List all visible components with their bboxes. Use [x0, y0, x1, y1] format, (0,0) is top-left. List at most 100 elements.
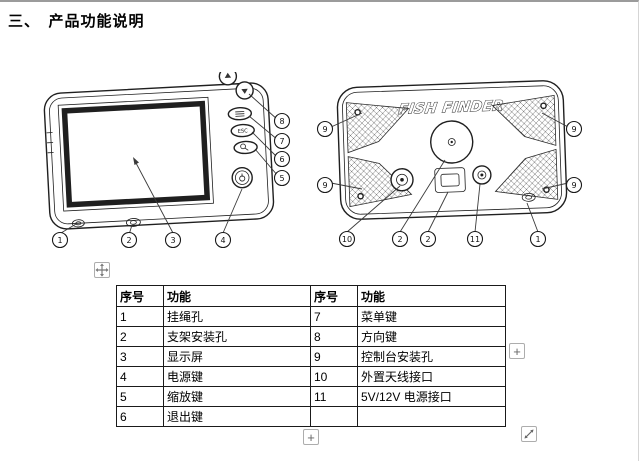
power-button — [231, 166, 253, 189]
callout-2: 2 — [419, 230, 437, 248]
cell-function[interactable] — [357, 406, 506, 427]
direction-keys — [218, 72, 254, 100]
callout-6: 6 — [273, 150, 291, 168]
cell-number[interactable]: 6 — [116, 406, 164, 427]
cell-function[interactable]: 方向键 — [357, 326, 506, 347]
cell-number[interactable]: 5 — [116, 386, 164, 407]
cell-number[interactable]: 7 — [310, 306, 358, 327]
callout-1: 1 — [529, 230, 547, 248]
cell-function[interactable]: 支架安装孔 — [163, 326, 311, 347]
svg-text:1: 1 — [57, 236, 62, 245]
svg-text:1: 1 — [535, 235, 540, 244]
col-header-number: 序号 — [310, 285, 358, 307]
esc-button: ESC — [230, 123, 255, 138]
svg-text:3: 3 — [170, 236, 175, 245]
callout-leader-lines — [60, 93, 279, 234]
col-header-function: 功能 — [357, 285, 506, 307]
callout-7: 7 — [273, 132, 291, 150]
textured-panel-top-left — [345, 102, 410, 154]
svg-text:7: 7 — [279, 137, 284, 146]
table-add-column-button[interactable]: + — [509, 343, 525, 359]
cell-function[interactable]: 控制台安装孔 — [357, 346, 506, 367]
cell-number[interactable]: 2 — [116, 326, 164, 347]
svg-text:5: 5 — [279, 174, 284, 183]
cell-function[interactable]: 5V/12V 电源接口 — [357, 386, 506, 407]
callout-10: 10 — [338, 230, 356, 248]
move-icon — [95, 263, 109, 277]
cell-number[interactable]: 10 — [310, 366, 358, 387]
cell-number[interactable]: 3 — [116, 346, 164, 367]
callout-9: 9 — [565, 120, 583, 138]
cell-number[interactable]: 8 — [310, 326, 358, 347]
callout-9: 9 — [565, 176, 583, 194]
table-resize-handle[interactable] — [521, 426, 537, 442]
cell-number[interactable] — [310, 406, 358, 427]
resize-icon — [524, 429, 534, 439]
callout-5: 5 — [273, 169, 291, 187]
table-move-handle[interactable] — [94, 262, 110, 278]
lanyard-hole — [71, 219, 85, 228]
table-row: 5 缩放键 11 5V/12V 电源接口 — [116, 386, 506, 407]
svg-text:9: 9 — [571, 125, 576, 134]
cell-function[interactable]: 显示屏 — [163, 346, 311, 367]
callout-9: 9 — [316, 176, 334, 194]
svg-text:9: 9 — [322, 125, 327, 134]
svg-text:8: 8 — [279, 117, 284, 126]
plus-icon: + — [513, 343, 521, 359]
console-mount-holes — [354, 102, 550, 200]
cell-number[interactable]: 11 — [310, 386, 358, 407]
table-row: 3 显示屏 9 控制台安装孔 — [116, 346, 506, 367]
svg-text:9: 9 — [322, 181, 327, 190]
svg-text:4: 4 — [220, 236, 225, 245]
svg-text:10: 10 — [342, 235, 352, 244]
cell-function[interactable]: 电源键 — [163, 366, 311, 387]
cell-function[interactable]: 缩放键 — [163, 386, 311, 407]
cell-number[interactable]: 4 — [116, 366, 164, 387]
callout-2: 2 — [120, 231, 138, 249]
textured-panel-top-right — [491, 94, 557, 146]
function-table: 序号 功能 序号 功能 1 挂绳孔 7 菜单键 2 支架安装孔 8 方向键 3 … — [116, 285, 506, 427]
svg-text:2: 2 — [397, 235, 402, 244]
callout-4: 4 — [214, 231, 232, 249]
device-front-body: ESC — [43, 72, 275, 230]
svg-text:FISH FINDER: FISH FINDER — [397, 98, 504, 118]
table-header-row: 序号 功能 序号 功能 — [116, 285, 506, 307]
callout-3: 3 — [164, 231, 182, 249]
cell-function[interactable]: 退出键 — [163, 406, 311, 427]
arrowhead — [133, 157, 139, 165]
svg-text:11: 11 — [470, 235, 480, 244]
center-mount-circle — [430, 120, 474, 164]
screen-frame — [57, 96, 214, 212]
cell-function[interactable]: 菜单键 — [357, 306, 506, 327]
cell-function[interactable]: 外置天线接口 — [357, 366, 506, 387]
power-port — [472, 165, 492, 185]
front-view-diagram[interactable]: ESC — [35, 72, 305, 262]
display-screen — [61, 100, 211, 208]
esc-button-label: ESC — [238, 128, 249, 135]
table-row: 6 退出键 — [116, 406, 506, 427]
zoom-button — [233, 140, 258, 155]
cell-number[interactable]: 1 — [116, 306, 164, 327]
cell-number[interactable]: 9 — [310, 346, 358, 367]
back-view-diagram[interactable]: FISH FINDER — [315, 72, 595, 257]
callout-11: 11 — [466, 230, 484, 248]
svg-text:2: 2 — [126, 236, 131, 245]
svg-text:2: 2 — [425, 235, 430, 244]
textured-panel-bottom-right — [494, 148, 559, 200]
side-slots — [46, 132, 54, 154]
device-back-body: FISH FINDER — [336, 80, 568, 220]
lanyard-hole — [521, 192, 536, 202]
svg-text:9: 9 — [571, 181, 576, 190]
callout-leader-lines — [330, 112, 569, 233]
col-header-number: 序号 — [116, 285, 164, 307]
table-row: 1 挂绳孔 7 菜单键 — [116, 306, 506, 327]
table-row: 4 电源键 10 外置天线接口 — [116, 366, 506, 387]
table-row: 2 支架安装孔 8 方向键 — [116, 326, 506, 347]
section-heading: 三、 产品功能说明 — [8, 13, 145, 30]
antenna-port — [390, 168, 414, 192]
table-add-row-button[interactable]: + — [303, 429, 319, 445]
cell-function[interactable]: 挂绳孔 — [163, 306, 311, 327]
callout-1: 1 — [51, 231, 69, 249]
plus-icon: + — [307, 429, 315, 445]
